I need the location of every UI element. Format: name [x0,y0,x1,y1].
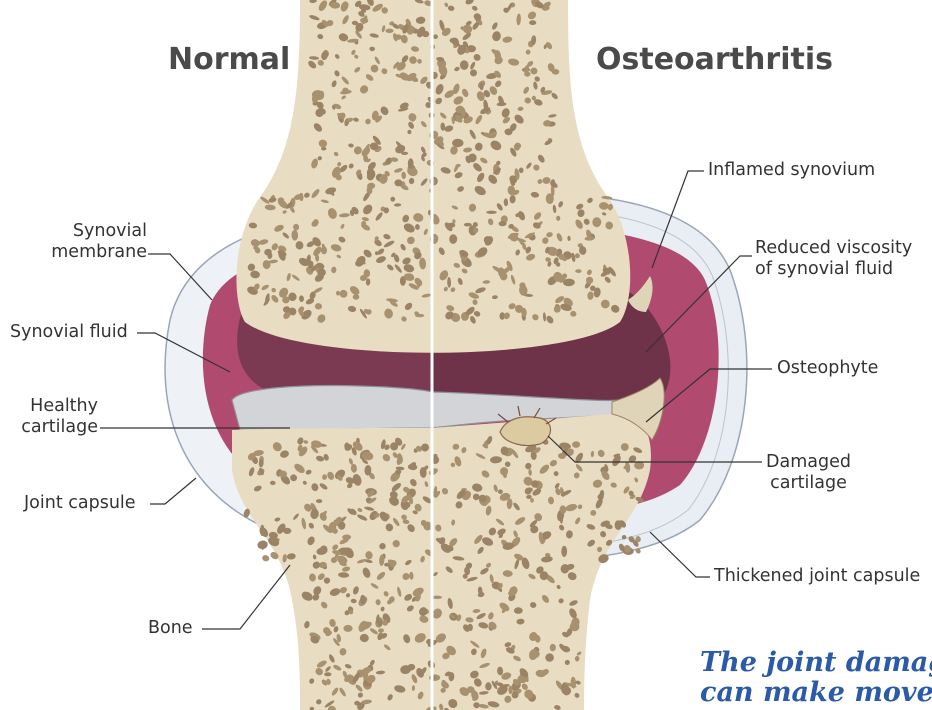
spongy-pore [561,546,567,557]
spongy-pore [257,540,269,550]
label-healthy-cartilage: Healthy cartilage [21,396,98,438]
label-osteophyte: Osteophyte [777,358,878,379]
label-joint-capsule: Joint capsule [24,493,136,514]
label-inflamed-synovium: Inflamed synovium [708,160,875,181]
spongy-pore [485,682,491,690]
caption: The joint damage can make movem [700,648,932,708]
spongy-pore [394,179,402,186]
label-reduced-viscosity: Reduced viscosity of synovial fluid [755,238,912,280]
spongy-pore [529,20,536,25]
label-synovial-fluid: Synovial fluid [10,322,128,343]
label-damaged-cartilage: Damaged cartilage [766,452,851,494]
heading-normal: Normal [168,42,290,77]
spongy-pore [261,554,270,562]
spongy-pore [385,29,393,33]
label-thickened-joint-capsule: Thickened joint capsule [714,566,920,587]
healthy-cartilage [232,386,432,430]
spongy-pore [324,672,331,676]
spongy-pore [313,219,319,225]
label-synovial-membrane: Synovial membrane [51,221,147,263]
heading-osteoarthritis: Osteoarthritis [596,42,833,77]
label-bone: Bone [148,618,193,639]
spongy-pore [572,441,580,448]
spongy-pore [486,211,497,214]
bone-bottom [232,413,651,710]
